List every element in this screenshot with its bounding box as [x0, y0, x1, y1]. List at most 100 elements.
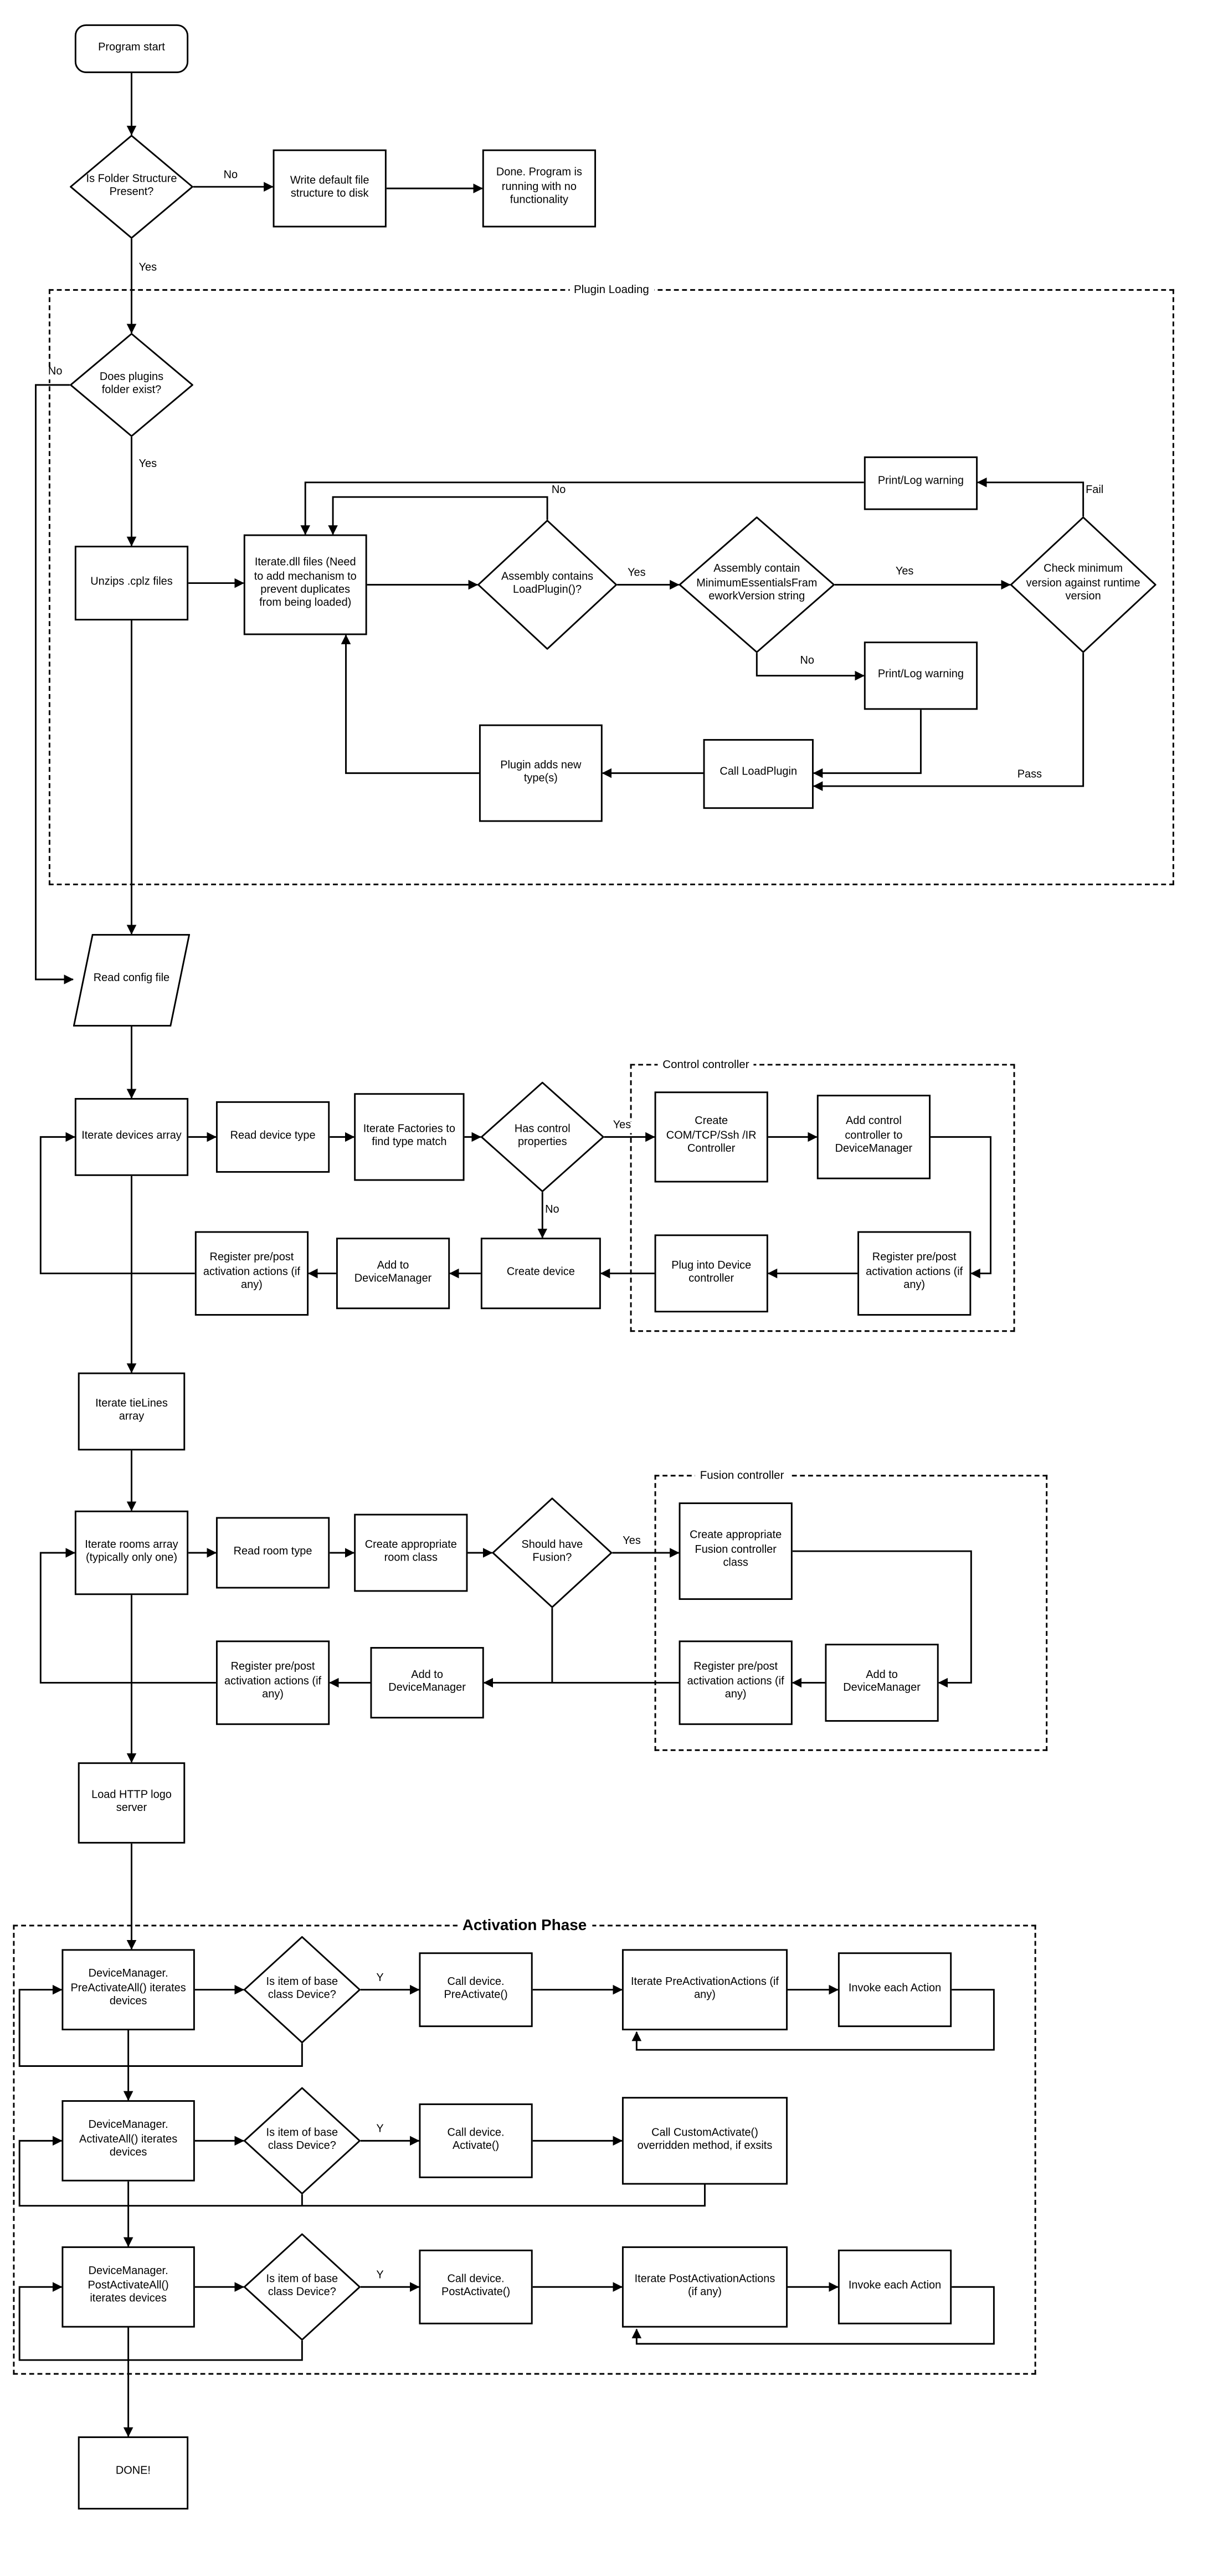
- node-label: Program start: [98, 42, 165, 54]
- edge-connector: [300, 481, 864, 535]
- node-label: Print/Log warning: [877, 669, 964, 680]
- node-label: DONE!: [115, 2466, 151, 2478]
- node-label: Call device. PostActivate(): [441, 2273, 511, 2298]
- edge-label: Yes: [621, 1536, 643, 1549]
- node-call-preactivate: Call device. PreActivate(): [419, 1952, 533, 2028]
- node-label: Load HTTP logo server: [91, 1789, 172, 1815]
- node-done: DONE!: [78, 2436, 189, 2510]
- node-iterate-factories: Iterate Factories to find type match: [354, 1093, 465, 1181]
- diamond-shape: [70, 333, 193, 437]
- edge-connector: [35, 384, 74, 984]
- node-label: Iterate.dll files (Need to add mechanism…: [254, 557, 357, 610]
- edge-label: Y: [374, 2124, 386, 2137]
- node-add-to-dm-device: Add to DeviceManager: [336, 1238, 450, 1310]
- node-label: Iterate PostActivationActions (if any): [634, 2273, 775, 2298]
- group-label-activation-phase: Activation Phase: [457, 1918, 592, 1934]
- edge-connector: [328, 496, 548, 535]
- node-folder-structure-present: Is Folder Structure Present?: [70, 135, 193, 239]
- group-activation-phase: Activation Phase: [13, 1918, 1036, 2375]
- node-label: Read room type: [233, 1546, 312, 1558]
- edge-label: No: [543, 1205, 561, 1218]
- node-label: Is item of base class Device?: [266, 2273, 338, 2298]
- node-label: Create COM/TCP/Ssh /IR Controller: [666, 1116, 757, 1156]
- node-read-config-file: Read config file: [73, 933, 191, 1027]
- node-label: Add control controller to DeviceManager: [835, 1116, 913, 1156]
- node-label: Invoke each Action: [848, 2280, 942, 2292]
- edge-label: No: [46, 367, 64, 379]
- edge-label: Yes: [611, 1120, 633, 1133]
- node-create-room-class: Create appropriate room class: [354, 1513, 468, 1592]
- node-label: Read device type: [230, 1130, 316, 1142]
- node-invoke-action-pre: Invoke each Action: [837, 1952, 952, 2028]
- node-iterate-dll: Iterate.dll files (Need to add mechanism…: [243, 534, 367, 635]
- node-has-control-properties: Has control properties: [480, 1081, 604, 1193]
- node-add-to-dm-room: Add to DeviceManager: [370, 1647, 484, 1719]
- diamond-shape: [70, 135, 193, 239]
- node-label: Create device: [506, 1266, 575, 1278]
- edge-label: Yes: [137, 459, 159, 472]
- diamond-shape: [243, 2087, 361, 2195]
- node-add-control-controller: Add control controller to DeviceManager: [816, 1095, 931, 1179]
- node-label: Call device. PreActivate(): [444, 1975, 508, 2002]
- node-label: Iterate devices array: [81, 1130, 182, 1142]
- group-control-controller: Control controller: [630, 1060, 1015, 1332]
- edge-label: Yes: [893, 567, 916, 579]
- node-iterate-tielines: Iterate tieLines array: [78, 1372, 186, 1451]
- diamond-shape: [477, 520, 618, 650]
- node-program-start: Program start: [74, 24, 189, 73]
- diamond-shape: [1010, 516, 1157, 653]
- node-label: Plug into Device controller: [671, 1259, 752, 1285]
- node-label: Is Folder Structure Present?: [86, 173, 177, 198]
- node-call-activate: Call device. Activate(): [419, 2103, 533, 2178]
- edge-connector: [756, 653, 865, 681]
- node-read-device-type: Read device type: [215, 1101, 330, 1173]
- node-register-prepost-device: Register pre/post activation actions (if…: [194, 1231, 309, 1316]
- node-label: Is item of base class Device?: [266, 1975, 338, 2002]
- edge-connector: [631, 2286, 995, 2345]
- node-label: Add to DeviceManager: [354, 1259, 432, 1285]
- edge-label: No: [549, 485, 568, 498]
- parallelogram-shape: [73, 933, 191, 1027]
- node-call-customactivate: Call CustomActivate() overridden method,…: [621, 2097, 788, 2185]
- node-unzips-cplz: Unzips .cplz files: [74, 546, 189, 621]
- node-label: Add to DeviceManager: [388, 1669, 466, 1695]
- node-label: Register pre/post activation actions (if…: [687, 1662, 784, 1701]
- edge-connector: [39, 1548, 216, 1684]
- node-plugin-adds-types: Plugin adds new type(s): [479, 724, 603, 822]
- node-label: Call device. Activate(): [447, 2127, 505, 2152]
- node-label: Create appropriate Fusion controller cla…: [690, 1530, 782, 1569]
- node-label: Print/Log warning: [877, 476, 964, 488]
- node-label: Check minimum version against runtime ve…: [1026, 564, 1140, 603]
- node-label: Assembly contains LoadPlugin()?: [501, 571, 594, 597]
- node-invoke-action-post: Invoke each Action: [837, 2249, 952, 2324]
- edge-connector: [792, 1550, 972, 1688]
- node-check-min-version: Check minimum version against runtime ve…: [1010, 516, 1157, 653]
- node-iterate-postactivation: Iterate PostActivationActions (if any): [621, 2246, 788, 2328]
- edge-connector: [18, 2282, 303, 2361]
- node-load-http-logo-server: Load HTTP logo server: [78, 1762, 186, 1844]
- edge-label: No: [798, 656, 816, 669]
- group-label-fusion-controller: Fusion controller: [695, 1470, 789, 1482]
- node-label: DeviceManager. PostActivateAll() iterate…: [88, 2266, 169, 2306]
- node-label: Iterate tieLines array: [95, 1398, 168, 1423]
- node-label: Write default file structure to disk: [290, 175, 369, 200]
- node-label: Plugin adds new type(s): [500, 759, 582, 785]
- node-printlog-warning-no: Print/Log warning: [864, 642, 978, 710]
- node-should-have-fusion: Should have Fusion?: [492, 1497, 613, 1608]
- diamond-shape: [492, 1497, 613, 1608]
- node-iterate-devices: Iterate devices array: [74, 1098, 189, 1176]
- node-label: DeviceManager. ActivateAll() iterates de…: [79, 2120, 178, 2159]
- node-label: Call LoadPlugin: [720, 767, 798, 779]
- node-label: Iterate rooms array (typically only one): [85, 1539, 178, 1564]
- edge-label: Yes: [626, 568, 647, 581]
- node-register-prepost-room: Register pre/post activation actions (if…: [215, 1640, 330, 1725]
- edge-connector: [18, 2136, 706, 2207]
- node-register-prepost-ctrl: Register pre/post activation actions (if…: [857, 1231, 972, 1316]
- node-call-postactivate: Call device. PostActivate(): [419, 2249, 533, 2324]
- node-label: Add to DeviceManager: [843, 1669, 921, 1695]
- node-create-fusion-class: Create appropriate Fusion controller cla…: [679, 1502, 793, 1600]
- group-plugin-loading: Plugin Loading: [48, 285, 1174, 885]
- edge-label: Pass: [1015, 769, 1044, 782]
